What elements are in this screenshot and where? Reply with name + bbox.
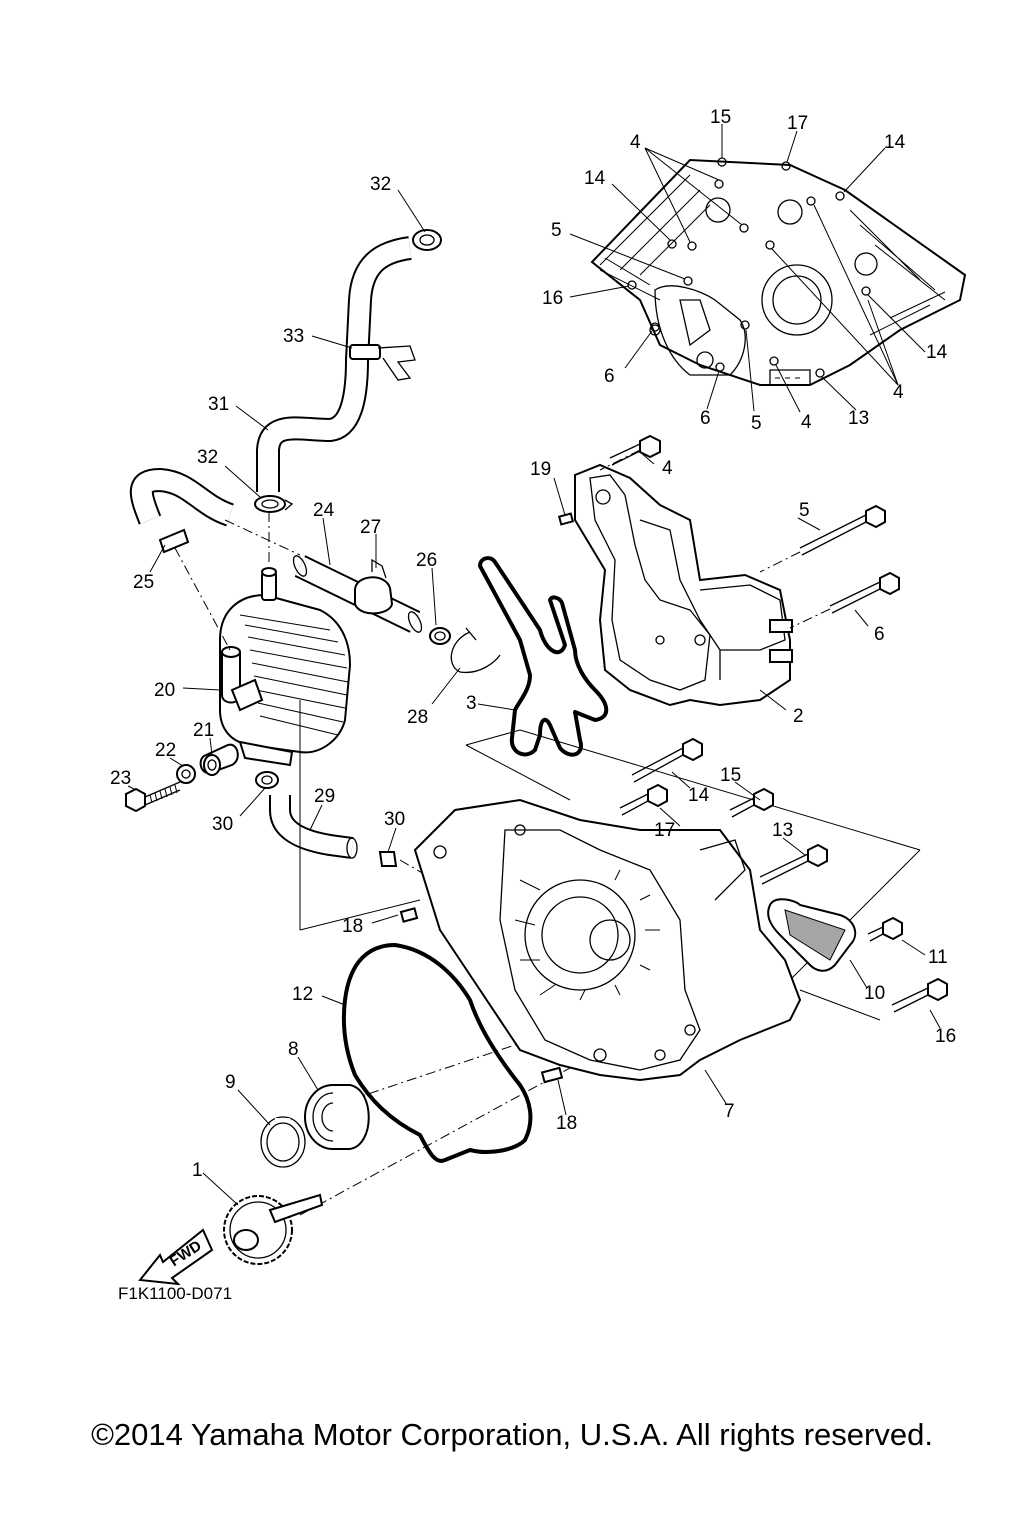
part-label: 16 bbox=[542, 288, 563, 309]
bolts-lower-right bbox=[399, 737, 948, 1084]
part-label: 23 bbox=[110, 768, 131, 789]
part-label: 31 bbox=[208, 394, 229, 415]
clamp-28 bbox=[450, 627, 501, 674]
cover-2 bbox=[574, 463, 793, 707]
clamp-32-top bbox=[412, 229, 442, 251]
part-label: 30 bbox=[212, 814, 233, 835]
part-label: 24 bbox=[313, 500, 335, 521]
strainer-10 bbox=[767, 898, 857, 972]
clamp-32-mid bbox=[254, 495, 294, 513]
part-label: 15 bbox=[720, 765, 741, 786]
part-label: 20 bbox=[154, 680, 175, 701]
part-label: 14 bbox=[584, 168, 606, 189]
part-label: 4 bbox=[801, 412, 812, 433]
gasket-12 bbox=[341, 943, 533, 1163]
part-label: 6 bbox=[604, 366, 615, 387]
bearing-8 bbox=[304, 1084, 370, 1150]
hose-31 bbox=[256, 236, 412, 492]
part-label: 2 bbox=[793, 706, 804, 727]
part-label: 14 bbox=[926, 342, 948, 363]
crankcase-inner-view bbox=[569, 124, 967, 413]
part-label: 12 bbox=[292, 984, 313, 1005]
part-label: 25 bbox=[133, 572, 154, 593]
copyright-notice: ©2014 Yamaha Motor Corporation, U.S.A. A… bbox=[91, 1417, 933, 1452]
bolt-23 bbox=[125, 781, 181, 813]
part-label: 21 bbox=[193, 720, 214, 741]
part-label: 11 bbox=[928, 947, 948, 968]
figure-code: F1K1100-D071 bbox=[118, 1284, 232, 1303]
part-label: 5 bbox=[751, 413, 762, 434]
part-label: 33 bbox=[283, 326, 304, 347]
part-label: 32 bbox=[197, 447, 218, 468]
circlip-9 bbox=[260, 1116, 306, 1168]
gear-1 bbox=[223, 1193, 324, 1265]
part-label: 5 bbox=[799, 500, 810, 521]
fwd-arrow-icon: FWD bbox=[138, 1228, 214, 1286]
grommet-21 bbox=[199, 743, 239, 776]
part-label: 6 bbox=[874, 624, 885, 645]
part-label: 10 bbox=[864, 983, 885, 1004]
part-label: 8 bbox=[288, 1039, 299, 1060]
part-label: 19 bbox=[530, 459, 551, 480]
part-label: 3 bbox=[466, 693, 477, 714]
part-label: 27 bbox=[360, 517, 381, 538]
part-label: 7 bbox=[724, 1101, 735, 1122]
part-label: 28 bbox=[407, 707, 428, 728]
clamp-30-left bbox=[255, 771, 279, 789]
part-label: 32 bbox=[370, 174, 391, 195]
hose-29 bbox=[269, 795, 358, 859]
clamp-30-right bbox=[378, 851, 398, 867]
part-label: 9 bbox=[225, 1072, 236, 1093]
clamp-33 bbox=[349, 344, 416, 381]
part-label: 14 bbox=[688, 785, 710, 806]
clamp-25 bbox=[158, 528, 190, 554]
part-label: 26 bbox=[416, 550, 437, 571]
part-label: 13 bbox=[848, 408, 869, 429]
part-label: 18 bbox=[342, 916, 363, 937]
case-7 bbox=[413, 798, 802, 1082]
part-label: 30 bbox=[384, 809, 405, 830]
clamp-26 bbox=[429, 627, 451, 645]
part-label: 5 bbox=[551, 220, 562, 241]
part-label: 13 bbox=[772, 820, 793, 841]
part-label: 4 bbox=[630, 132, 641, 153]
part-labels: 15 17 4 14 14 5 16 14 6 4 6 5 4 13 32 33… bbox=[110, 107, 956, 1181]
hose-upper-curved bbox=[129, 467, 235, 527]
gasket-3 bbox=[478, 556, 609, 757]
part-label: 4 bbox=[893, 382, 904, 403]
clamp-27 bbox=[354, 558, 394, 615]
part-label: 29 bbox=[314, 786, 335, 807]
part-label: 16 bbox=[935, 1026, 956, 1047]
part-label: 1 bbox=[192, 1160, 203, 1181]
part-label: 17 bbox=[787, 113, 808, 134]
part-label: 15 bbox=[710, 107, 731, 128]
part-label: 14 bbox=[884, 132, 906, 153]
collar-22 bbox=[176, 764, 196, 784]
part-label: 6 bbox=[700, 408, 711, 429]
part-label: 18 bbox=[556, 1113, 577, 1134]
part-label: 4 bbox=[662, 458, 673, 479]
part-label: 22 bbox=[155, 740, 176, 761]
separator-20 bbox=[219, 567, 352, 767]
part-label: 17 bbox=[654, 820, 675, 841]
